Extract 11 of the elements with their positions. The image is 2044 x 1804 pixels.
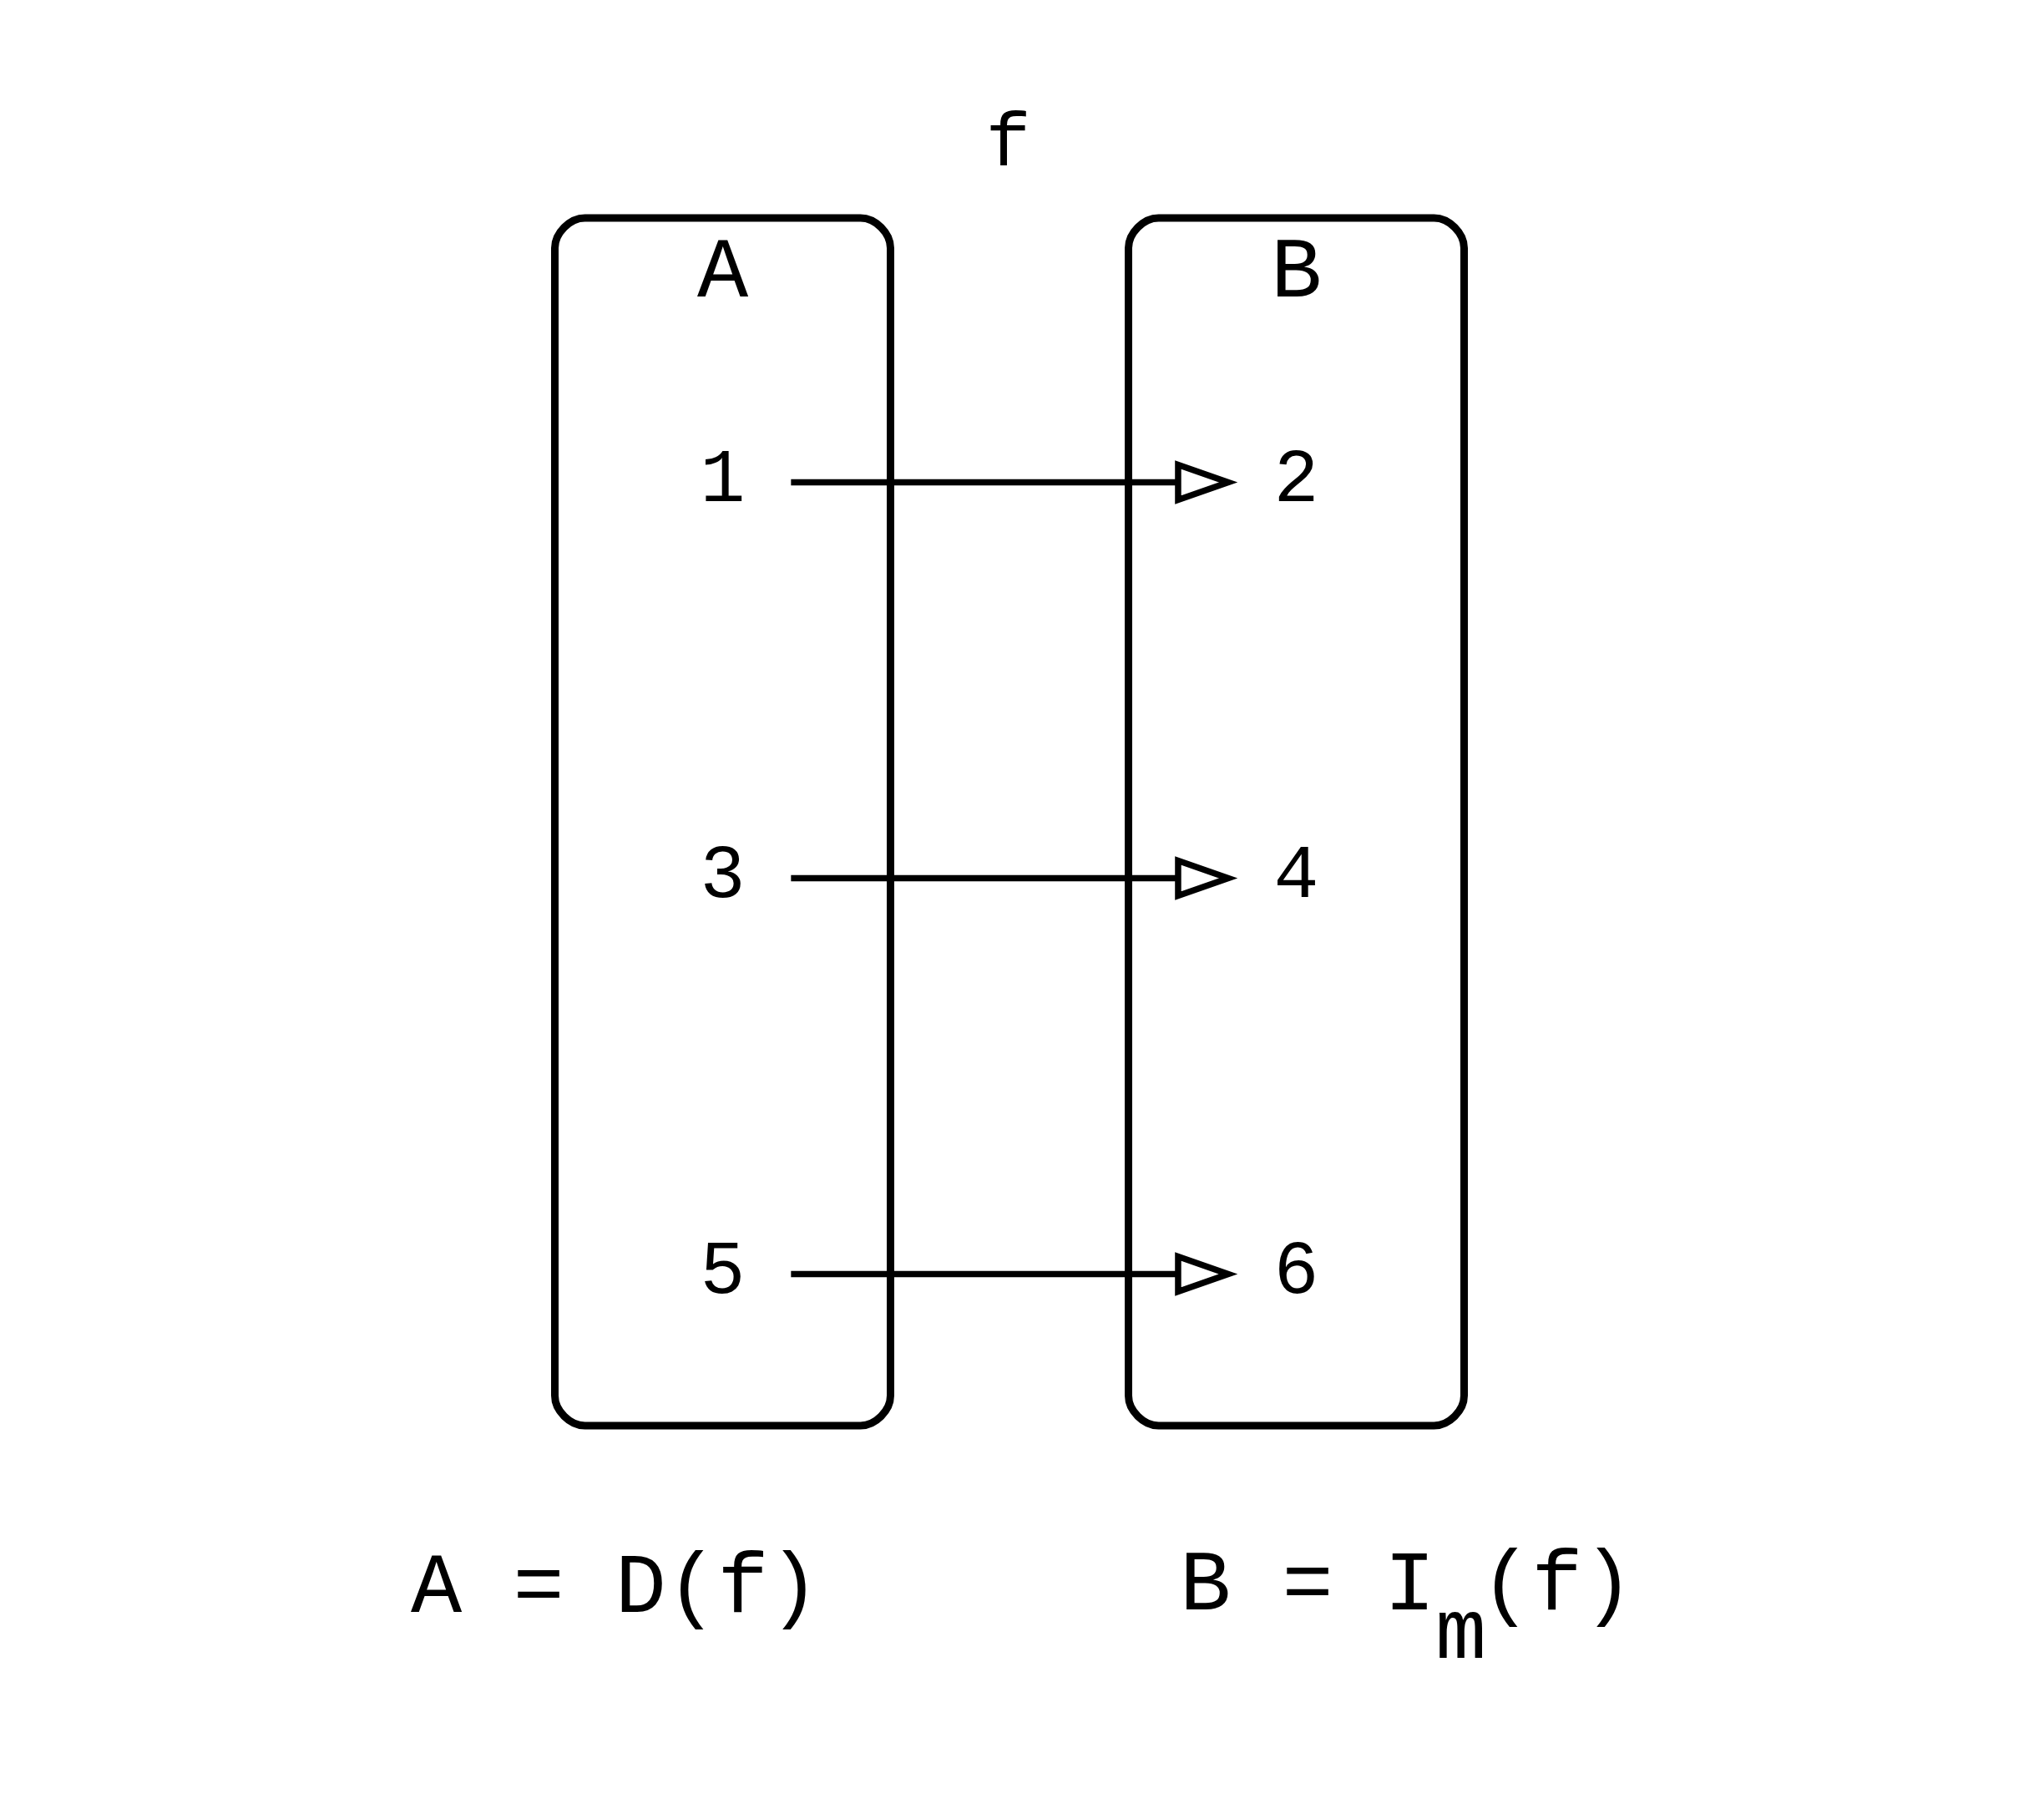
arrow	[791, 1252, 1238, 1296]
node-text: 3	[700, 834, 746, 920]
arrow	[791, 460, 1238, 504]
label: f	[985, 103, 1031, 188]
node-text: 6	[1273, 1230, 1319, 1315]
arrow	[791, 856, 1238, 900]
node-text: 2	[1273, 438, 1319, 524]
node-text: 5	[700, 1230, 746, 1315]
node-text: 1	[700, 438, 746, 524]
node-text: 4	[1273, 834, 1319, 920]
label: A = D(f)	[411, 1540, 820, 1638]
